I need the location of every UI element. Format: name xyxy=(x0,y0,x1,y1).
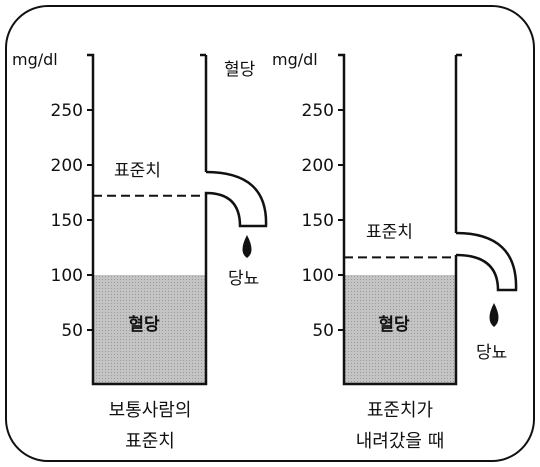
tick-label: 150 xyxy=(51,211,83,231)
right-container-wall xyxy=(338,53,458,386)
tick-label: 200 xyxy=(302,156,334,176)
tick-label: 100 xyxy=(302,266,334,286)
tick-label: 50 xyxy=(61,321,83,341)
left-y-axis-ticks: 250 200 150 100 50 xyxy=(51,101,93,341)
left-urine-label: 당뇨 xyxy=(228,269,259,289)
left-caption-line1: 보통사람의 xyxy=(109,400,192,421)
left-outlet-pipe xyxy=(204,170,268,273)
tick-label: 250 xyxy=(302,101,334,121)
tick-label: 150 xyxy=(302,211,334,231)
right-blood-fill xyxy=(344,275,456,384)
right-urine-label: 당뇨 xyxy=(476,343,507,363)
right-blood-label: 혈당 xyxy=(378,314,410,335)
right-drop-icon xyxy=(489,303,499,327)
tick-label: 100 xyxy=(51,266,83,286)
right-caption-line2: 내려갔을 때 xyxy=(356,431,445,452)
right-caption-line1: 표준치가 xyxy=(367,400,433,421)
left-drop-icon xyxy=(242,235,252,258)
left-threshold-label: 표준치 xyxy=(114,161,161,181)
left-outlet-label: 혈당 xyxy=(224,60,256,80)
right-panel: mg/dl 250 200 150 100 50 혈당 표준치 당뇨 표준치가 내려갔을… xyxy=(272,50,518,452)
left-caption-line2: 표준치 xyxy=(125,431,175,452)
left-container-wall xyxy=(87,53,208,386)
right-unit-label: mg/dl xyxy=(272,50,318,69)
right-y-axis-ticks: 250 200 150 100 50 xyxy=(302,101,344,341)
tick-label: 50 xyxy=(312,321,334,341)
left-blood-label: 혈당 xyxy=(128,314,160,335)
frame-border xyxy=(5,5,535,462)
left-unit-label: mg/dl xyxy=(12,50,58,69)
tick-label: 250 xyxy=(51,101,83,121)
right-outlet-pipe xyxy=(455,231,518,292)
left-blood-fill xyxy=(93,275,206,384)
right-threshold-label: 표준치 xyxy=(366,222,413,242)
tick-label: 200 xyxy=(51,156,83,176)
